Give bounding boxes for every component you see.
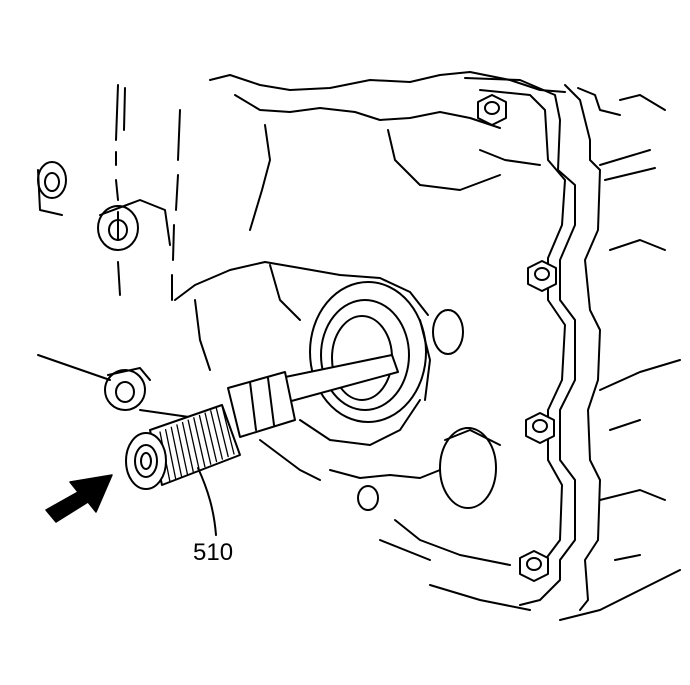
left-boss-lower [104,367,151,411]
spline-ridge [164,428,177,481]
case-left-wall [115,84,181,301]
spline-ridge [215,407,229,458]
spline-ridge [170,426,183,478]
spline-ridge [176,424,189,476]
direction-arrow-icon [45,474,113,523]
spline-ridge [210,410,224,460]
flange-bolt [519,550,549,582]
spline-ridge [193,417,206,468]
lower-housing [259,427,531,611]
flange-bolt [477,94,507,126]
spline-ridge [204,412,218,463]
spline-ridge [221,405,235,455]
callout-leader-line [197,467,217,536]
output-shaft [227,354,399,438]
spline-ridge [198,414,212,465]
callout-label-510: 510 [193,539,234,566]
case-top-edge [209,71,566,231]
bore-housing [174,261,464,446]
spline-ridge [181,421,194,473]
flange-bolt [525,412,555,444]
cover-flange [464,77,681,621]
shaft-splined-end [125,404,241,490]
spline-ridge [187,419,200,470]
flange-bolt [527,260,557,292]
left-boss-upper [37,161,67,216]
left-boss-middle [97,199,171,251]
